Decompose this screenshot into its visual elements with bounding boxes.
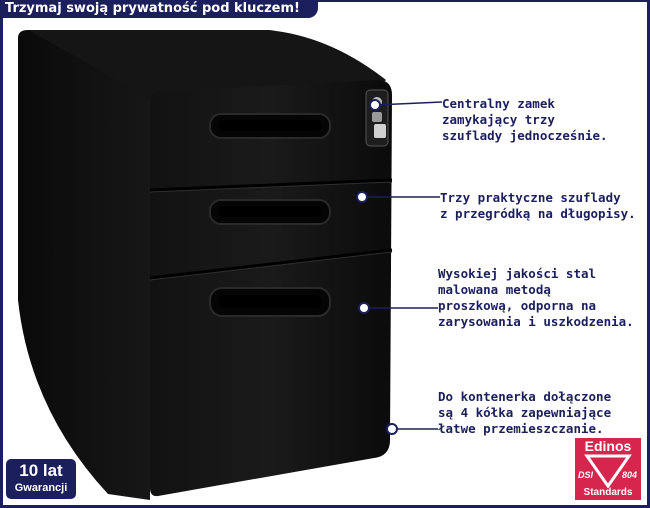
warranty-label: Gwarancji xyxy=(14,482,68,494)
callout-central-lock: Centralny zamek zamykający trzy szuflady… xyxy=(442,96,608,143)
callout-marker-lock xyxy=(369,99,381,111)
certification-triangle-icon xyxy=(584,454,632,488)
drawer-handle-middle xyxy=(209,199,331,225)
certification-badge: Edinos DSI 804 Standards xyxy=(575,438,641,500)
callout-marker-drawers xyxy=(356,191,368,203)
warranty-badge: 10 lat Gwarancji xyxy=(6,459,76,499)
certification-standards: Standards xyxy=(583,487,633,498)
callout-steel: Wysokiej jakości stal malowana metodą pr… xyxy=(438,266,634,329)
warranty-years: 10 lat xyxy=(19,461,63,480)
drawer-handle-top xyxy=(209,113,331,139)
callout-marker-steel xyxy=(358,302,370,314)
cabinet-top xyxy=(28,30,386,100)
certification-dsi: DSI xyxy=(578,470,594,480)
certification-brand: Edinos xyxy=(584,438,632,454)
drawer-handle-bottom xyxy=(209,287,331,317)
cabinet-side xyxy=(18,30,355,500)
callout-drawers: Trzy praktyczne szuflady z przegródką na… xyxy=(440,190,636,221)
callout-marker-wheels xyxy=(386,423,398,435)
certification-number: 804 xyxy=(621,470,637,480)
callout-wheels: Do kontenerka dołączone są 4 kółka zapew… xyxy=(438,389,612,436)
page-title: Trzymaj swoją prywatność pod kluczem! xyxy=(0,0,318,18)
